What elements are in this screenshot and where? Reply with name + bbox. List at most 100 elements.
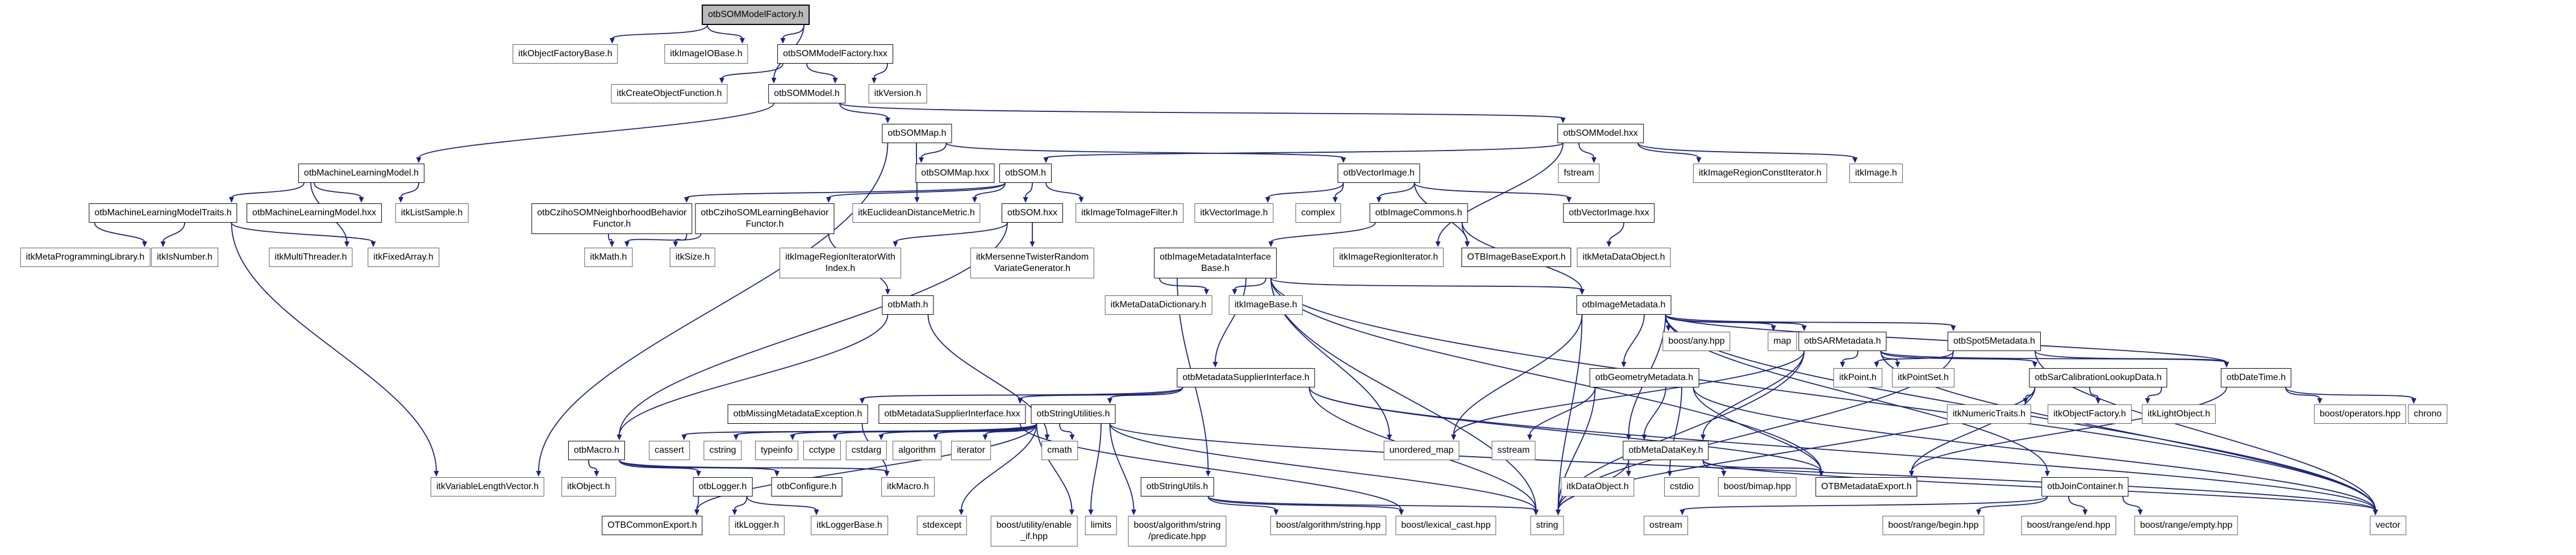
node-itkLogger.h[interactable]: itkLogger.h <box>728 516 785 535</box>
node-otbSOMModel.hxx[interactable]: otbSOMModel.hxx <box>1557 124 1644 143</box>
arrowhead-icon <box>972 197 977 203</box>
node-label-line: Functor.h <box>745 219 784 229</box>
node-otbSOM.hxx[interactable]: otbSOM.hxx <box>1001 203 1064 223</box>
node-itkNumericTraits.h[interactable]: itkNumericTraits.h <box>1946 404 2032 424</box>
node-itkVersion.h[interactable]: itkVersion.h <box>868 84 927 103</box>
node-label-line: itkMersenneTwisterRandom <box>976 252 1089 262</box>
node-itkSize.h[interactable]: itkSize.h <box>669 248 716 267</box>
node-otbSOMMap.hxx[interactable]: otbSOMMap.hxx <box>915 164 995 183</box>
node-itkPoint.h[interactable]: itkPoint.h <box>1833 368 1882 387</box>
node-itkPointSet.h[interactable]: itkPointSet.h <box>1892 368 1954 387</box>
node-otbMacro.h[interactable]: otbMacro.h <box>568 441 626 460</box>
node-itkMacro.h[interactable]: itkMacro.h <box>881 477 935 496</box>
node-itkObjectFactory.h[interactable]: itkObjectFactory.h <box>2048 404 2132 424</box>
include-edge <box>619 314 889 436</box>
node-otbStringUtilities.h[interactable]: otbStringUtilities.h <box>1031 404 1116 424</box>
arrowhead-icon <box>1621 362 1627 368</box>
node-itkObjectFactoryBase.h[interactable]: itkObjectFactoryBase.h <box>512 44 618 64</box>
node-chrono: chrono <box>2408 404 2448 424</box>
arrowhead-icon <box>344 241 349 247</box>
node-cstdarg: cstdarg <box>845 441 887 460</box>
node-itkLoggerBase.h[interactable]: itkLoggerBase.h <box>811 516 888 535</box>
arrowhead-icon <box>914 197 920 203</box>
node-OTBCommonExport.h[interactable]: OTBCommonExport.h <box>602 516 703 535</box>
node-otbSOMModel.h[interactable]: otbSOMModel.h <box>768 84 845 103</box>
node-otbSpot5Metadata.h[interactable]: otbSpot5Metadata.h <box>1947 332 2041 351</box>
node-otbLogger.h[interactable]: otbLogger.h <box>693 477 753 496</box>
node-otbMachineLearningModelTraits.h[interactable]: otbMachineLearningModelTraits.h <box>89 203 237 223</box>
node-itkMetaDataDictionary.h[interactable]: itkMetaDataDictionary.h <box>1104 295 1212 315</box>
node-otbMachineLearningModel.hxx[interactable]: otbMachineLearningModel.hxx <box>247 203 382 223</box>
node-otbStringUtils.h[interactable]: otbStringUtils.h <box>1140 477 1214 496</box>
include-edge <box>1557 314 1583 511</box>
node-otbMissingMetadataException.h[interactable]: otbMissingMetadataException.h <box>727 404 868 424</box>
node-otbImageCommons.h[interactable]: otbImageCommons.h <box>1369 203 1468 223</box>
node-itkMultiThreader.h[interactable]: itkMultiThreader.h <box>269 248 353 267</box>
node-itkFixedArray.h[interactable]: itkFixedArray.h <box>368 248 439 267</box>
node-otbSARMetadata.h[interactable]: otbSARMetadata.h <box>1798 332 1887 351</box>
arrowhead-icon <box>982 435 988 440</box>
node-otbMetadataSupplierInterface.h[interactable]: otbMetadataSupplierInterface.h <box>1177 368 1315 387</box>
node-itkObject.h[interactable]: itkObject.h <box>561 477 616 496</box>
arrowhead-icon <box>536 471 541 477</box>
node-itkMetaDataObject.h[interactable]: itkMetaDataObject.h <box>1577 248 1671 267</box>
node-itkImageRegionIterator.h[interactable]: itkImageRegionIterator.h <box>1333 248 1444 267</box>
node-otbSOMModelFactory.hxx[interactable]: otbSOMModelFactory.hxx <box>777 44 893 64</box>
node-itkDataObject.h[interactable]: itkDataObject.h <box>1561 477 1635 496</box>
node-otbSarCalibrationLookupData.h[interactable]: otbSarCalibrationLookupData.h <box>2029 368 2167 387</box>
include-edge <box>1693 387 2376 511</box>
node-itkIsNumber.h[interactable]: itkIsNumber.h <box>151 248 218 267</box>
node-otbVectorImage.hxx[interactable]: otbVectorImage.hxx <box>1563 203 1655 223</box>
include-edge <box>861 387 1183 399</box>
include-edge <box>1109 387 1183 399</box>
node-itkImageRegionConstIterator.h[interactable]: itkImageRegionConstIterator.h <box>1693 164 1828 183</box>
node-itkImageIOBase.h[interactable]: itkImageIOBase.h <box>664 44 748 64</box>
node-itkVectorImage.h[interactable]: itkVectorImage.h <box>1194 203 1274 223</box>
node-itkMetaProgrammingLibrary.h[interactable]: itkMetaProgrammingLibrary.h <box>20 248 151 267</box>
node-itkMath.h[interactable]: itkMath.h <box>584 248 633 267</box>
include-edge <box>626 233 702 243</box>
node-otbJoinContainer.h[interactable]: otbJoinContainer.h <box>2041 477 2129 496</box>
node-itkImageBase.h[interactable]: itkImageBase.h <box>1228 295 1303 315</box>
include-edge <box>2035 350 2227 363</box>
arrowhead-icon <box>885 118 890 123</box>
node-label-line: _if.hpp <box>1020 532 1048 541</box>
node-OTBImageBaseExport.h[interactable]: OTBImageBaseExport.h <box>1461 248 1572 267</box>
node-sstream: sstream <box>1491 441 1536 460</box>
node-otbMetaDataKey.h[interactable]: otbMetaDataKey.h <box>1623 441 1709 460</box>
node-otbSOM.h[interactable]: otbSOM.h <box>999 164 1052 183</box>
node-otbGeometryMetadata.h[interactable]: otbGeometryMetadata.h <box>1589 368 1699 387</box>
node-itkVariableLengthVector.h[interactable]: itkVariableLengthVector.h <box>430 477 545 496</box>
node-otbSOMModelFactory.h[interactable]: otbSOMModelFactory.h <box>702 5 810 25</box>
node-otbDateTime.h[interactable]: otbDateTime.h <box>2220 368 2292 387</box>
include-edge <box>231 222 374 243</box>
node-otbConfigure.h[interactable]: otbConfigure.h <box>771 477 843 496</box>
node-itkImage.h[interactable]: itkImage.h <box>1849 164 1903 183</box>
arrowhead-icon <box>780 38 786 44</box>
node-otbVectorImage.h[interactable]: otbVectorImage.h <box>1337 164 1420 183</box>
node-OTBMetadataExport.h[interactable]: OTBMetadataExport.h <box>1815 477 1918 496</box>
node-otbMath.h[interactable]: otbMath.h <box>882 295 934 315</box>
include-edge <box>1665 314 1954 327</box>
include-edge <box>2285 387 2415 399</box>
arrowhead-icon <box>732 510 737 515</box>
node-otbImageMetadata.h[interactable]: otbImageMetadata.h <box>1576 295 1672 315</box>
include-edge <box>1876 350 1954 363</box>
node-otbMetadataSupplierInterface.hxx[interactable]: otbMetadataSupplierInterface.hxx <box>878 404 1026 424</box>
node-itkLightObject.h[interactable]: itkLightObject.h <box>2141 404 2216 424</box>
node-itkImageToImageFilter.h[interactable]: itkImageToImageFilter.h <box>1076 203 1183 223</box>
include-edge <box>1437 143 1564 243</box>
arrowhead-icon <box>1399 510 1404 515</box>
node-itkListSample.h[interactable]: itkListSample.h <box>395 203 469 223</box>
node-otbMachineLearningModel.h[interactable]: otbMachineLearningModel.h <box>298 164 424 183</box>
node-itkEuclideanDistanceMetric.h[interactable]: itkEuclideanDistanceMetric.h <box>852 203 981 223</box>
arrowhead-icon <box>1852 157 1858 163</box>
node-label-line: otbCzihoSOMLearningBehavior <box>701 208 829 218</box>
node-otbSOMMap.h[interactable]: otbSOMMap.h <box>882 124 952 143</box>
node-itkCreateObjectFunction.h[interactable]: itkCreateObjectFunction.h <box>611 84 728 103</box>
